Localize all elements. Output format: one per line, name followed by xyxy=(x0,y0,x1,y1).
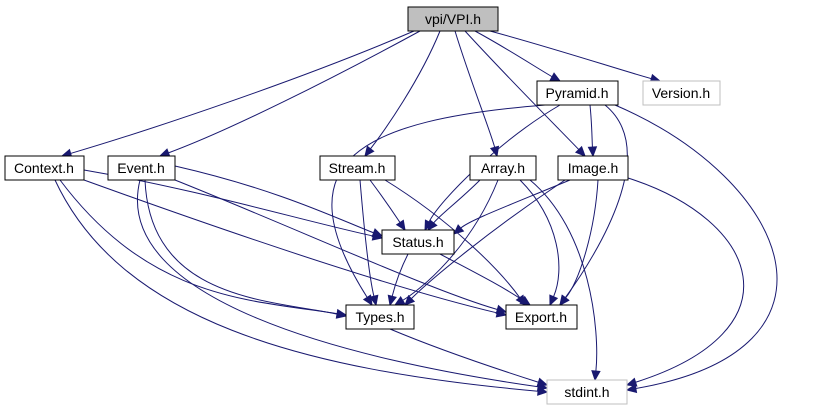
arrowhead-vpi-to-image xyxy=(574,145,586,157)
arrowhead-vpi-to-pyramid xyxy=(549,72,562,82)
arrowhead-pyramid-to-stdint xyxy=(625,383,638,394)
edge-array-to-types xyxy=(402,179,499,301)
edge-image-to-status xyxy=(460,179,571,229)
node-label-event: Event.h xyxy=(117,160,164,176)
arrowhead-vpi-to-event xyxy=(158,148,171,158)
edge-stream-to-status xyxy=(369,179,401,223)
edge-array-to-stdint xyxy=(529,179,598,372)
node-types[interactable]: Types.h xyxy=(345,304,415,330)
edge-array-to-export xyxy=(519,179,560,297)
arrowhead-stream-to-status xyxy=(395,219,406,232)
edge-pyramid-to-image xyxy=(589,104,593,148)
edge-vpi-to-context xyxy=(70,30,415,154)
arrowhead-status-to-types xyxy=(387,294,397,307)
edge-event-to-export xyxy=(174,179,498,310)
node-label-types: Types.h xyxy=(355,309,404,325)
arrowhead-types-to-stdint xyxy=(536,377,549,387)
edge-status-to-export xyxy=(439,253,523,301)
edge-event-to-stdint xyxy=(137,179,539,388)
edge-stream-to-types xyxy=(359,179,375,297)
node-vpi[interactable]: vpi/VPI.h xyxy=(407,6,499,32)
edge-image-to-stdint xyxy=(627,177,745,383)
arrowhead-image-to-status xyxy=(453,224,465,235)
edge-image-to-export xyxy=(565,179,599,299)
edge-context-to-types xyxy=(59,179,338,315)
node-label-vpi: vpi/VPI.h xyxy=(425,11,481,27)
edge-vpi-to-version xyxy=(489,30,652,80)
edge-vpi-to-image xyxy=(464,30,580,150)
edge-pyramid-to-stdint xyxy=(614,104,778,389)
arrowhead-event-to-export xyxy=(495,304,508,314)
arrowhead-array-to-types xyxy=(393,296,406,306)
edge-vpi-to-event xyxy=(168,30,421,154)
edge-vpi-to-array xyxy=(454,30,496,148)
arrowhead-image-to-types xyxy=(404,294,416,306)
node-label-stdint: stdint.h xyxy=(564,384,609,400)
node-export[interactable]: Export.h xyxy=(505,304,578,330)
edge-vpi-to-stream xyxy=(370,30,441,150)
node-version[interactable]: Version.h xyxy=(642,80,721,106)
arrowhead-stream-to-types xyxy=(369,294,379,307)
edge-pyramid-to-types xyxy=(331,104,546,298)
edge-stream-to-export xyxy=(384,179,521,298)
node-stdint[interactable]: stdint.h xyxy=(546,379,628,405)
arrowhead-array-to-stdint xyxy=(591,370,601,382)
node-label-version: Version.h xyxy=(652,85,710,101)
arrowhead-pyramid-to-image xyxy=(587,146,598,158)
arrowhead-image-to-export xyxy=(559,294,570,306)
node-label-image: Image.h xyxy=(568,160,619,176)
edge-types-to-stdint xyxy=(389,328,539,383)
node-label-pyramid: Pyramid.h xyxy=(545,85,608,101)
node-status[interactable]: Status.h xyxy=(381,229,455,255)
arrowhead-image-to-stdint xyxy=(625,377,638,387)
node-label-array: Array.h xyxy=(481,160,525,176)
edge-array-to-status xyxy=(433,179,481,224)
edge-status-to-types xyxy=(391,253,409,297)
node-array[interactable]: Array.h xyxy=(469,155,537,181)
arrowhead-event-to-types xyxy=(335,309,348,319)
arrowhead-array-to-export xyxy=(549,294,559,307)
edge-context-to-export xyxy=(83,179,498,314)
node-label-export: Export.h xyxy=(515,309,567,325)
node-label-status: Status.h xyxy=(392,234,443,250)
edge-event-to-types xyxy=(144,179,338,315)
edges-layer xyxy=(54,30,778,396)
nodes-layer: vpi/VPI.h Pyramid.h Version.h Context.h … xyxy=(4,6,721,405)
node-image[interactable]: Image.h xyxy=(557,155,629,181)
node-pyramid[interactable]: Pyramid.h xyxy=(536,80,619,106)
edge-pyramid-to-export xyxy=(564,104,628,299)
edge-image-to-types xyxy=(411,179,566,299)
arrowhead-event-to-status xyxy=(371,228,384,238)
node-stream[interactable]: Stream.h xyxy=(319,155,396,181)
edge-vpi-to-pyramid xyxy=(474,30,553,78)
arrowhead-status-to-export xyxy=(519,295,532,306)
node-label-stream: Stream.h xyxy=(329,160,386,176)
node-label-context: Context.h xyxy=(14,160,74,176)
edge-event-to-status xyxy=(174,165,374,234)
node-event[interactable]: Event.h xyxy=(107,155,176,181)
arrowhead-array-to-status xyxy=(427,219,438,231)
arrowhead-vpi-to-stream xyxy=(364,145,375,157)
edge-context-to-stdint xyxy=(54,179,539,392)
node-context[interactable]: Context.h xyxy=(4,155,85,181)
